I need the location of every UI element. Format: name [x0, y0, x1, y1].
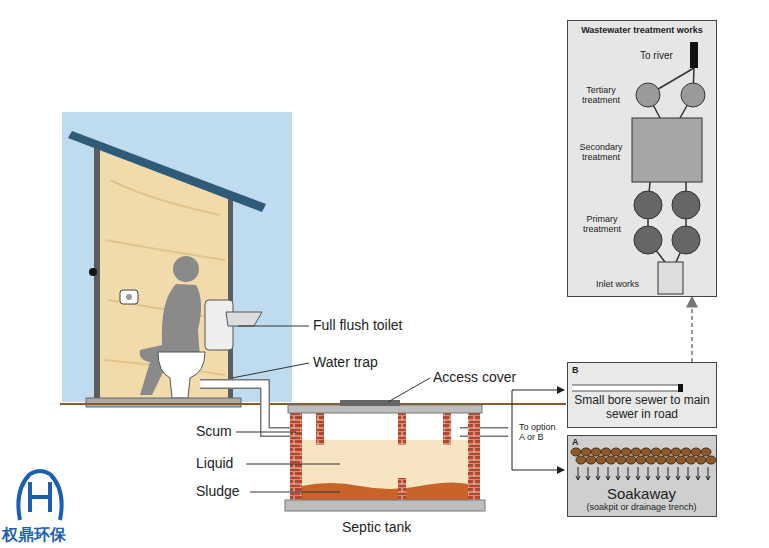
part-label: To option A or B: [519, 422, 563, 443]
box-heading: A: [572, 437, 579, 447]
box-text: Small bore sewer to main sewer in road: [572, 394, 712, 422]
box-text: Soakaway: [568, 485, 715, 502]
part-label: Scum: [196, 423, 232, 439]
part-label: Primary treatment: [573, 214, 631, 235]
option-box: A Soakaway(soakpit or drainage trench): [567, 435, 717, 517]
part-label: Inlet works: [596, 279, 639, 289]
part-label: Water trap: [313, 354, 378, 370]
part-label: Septic tank: [342, 519, 411, 535]
part-label: Secondary treatment: [573, 142, 629, 163]
option-box: B Small bore sewer to main sewer in road: [567, 362, 717, 428]
part-label: To river: [640, 50, 673, 62]
watermark: 权鼎环保: [2, 526, 66, 544]
box-text: (soakpit or drainage trench): [568, 502, 715, 512]
part-label: Sludge: [196, 483, 240, 499]
part-label: Liquid: [196, 455, 233, 471]
part-label: Full flush toilet: [313, 317, 402, 333]
box-heading: B: [572, 365, 579, 375]
flow-arrow: [691, 297, 693, 362]
part-label: Tertiary treatment: [573, 85, 629, 106]
part-label: Access cover: [433, 369, 516, 385]
box-heading: Wastewater treatment works: [568, 25, 716, 35]
